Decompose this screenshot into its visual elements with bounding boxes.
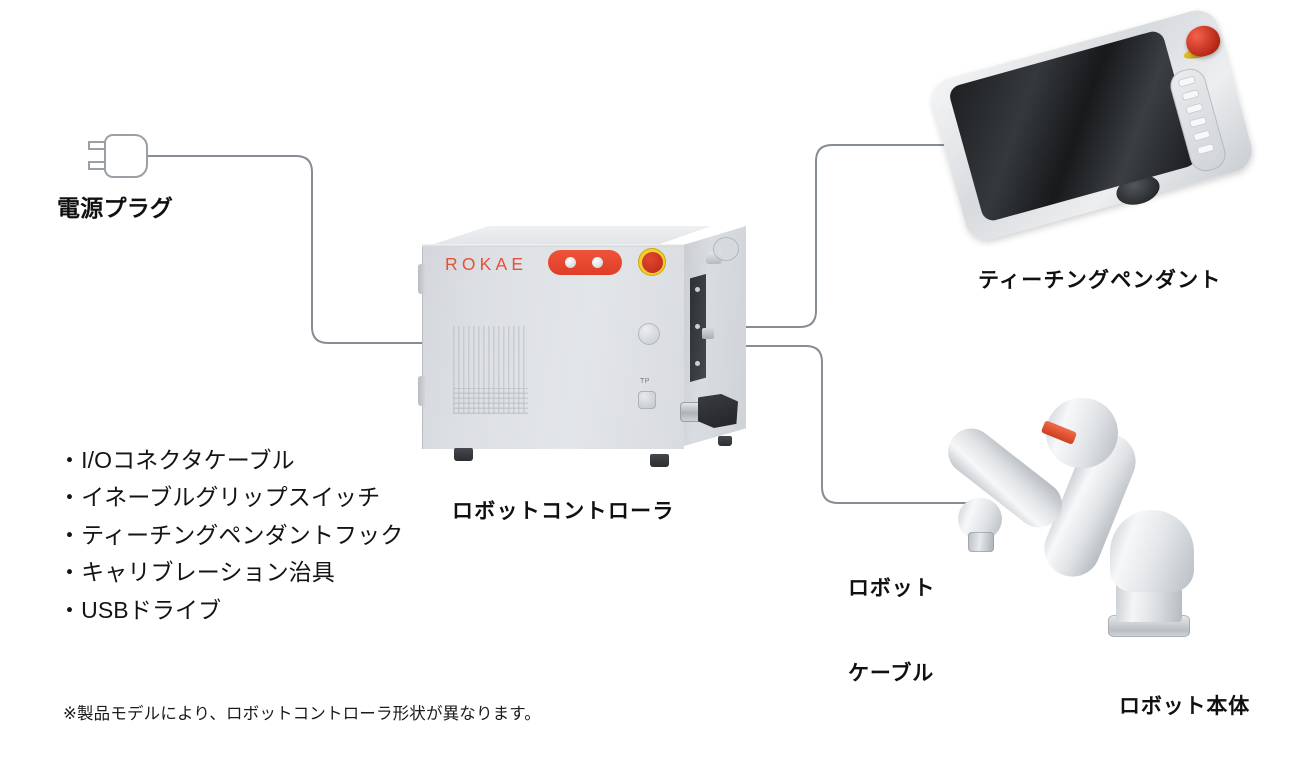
power-cable-path	[148, 155, 424, 344]
pendant-key-1	[1177, 75, 1197, 88]
accessory-list-item: ・イネーブルグリップスイッチ	[58, 484, 381, 511]
pendant-key-3	[1185, 102, 1204, 115]
controller-emergency-stop-button	[638, 248, 666, 276]
controller-connector-strip	[690, 274, 706, 382]
accessory-list-item: ・I/Oコネクタケーブル	[58, 447, 295, 473]
label-robot-cable-line-2: ケーブル	[848, 661, 935, 685]
connector-screw-1	[695, 287, 700, 292]
plug-body	[104, 134, 148, 178]
rokae-logo: ROKAE	[445, 254, 528, 274]
controller-hinge-lower	[418, 376, 425, 406]
accessory-list-item: ・ティーチングペンダントフック	[58, 521, 404, 548]
label-robot-body: ロボット本体	[1119, 695, 1251, 718]
footnote-text: ※製品モデルにより、ロボットコントローラ形状が異なります。	[63, 705, 541, 723]
pendant-key-6	[1196, 142, 1215, 156]
pendant-key-5	[1192, 129, 1212, 142]
teaching-pendant-illustration	[927, 5, 1257, 245]
power-plug-icon	[88, 134, 148, 178]
controller-black-connector	[698, 394, 738, 428]
controller-tp-port	[638, 391, 656, 409]
pendant-key-2	[1181, 88, 1200, 102]
pendant-touchscreen	[947, 28, 1199, 224]
accessory-list-item: ・キャリブレーション治具	[58, 559, 335, 586]
controller-hinge-upper	[418, 264, 425, 294]
controller-button-panel	[548, 250, 622, 275]
robot-tool-flange	[968, 532, 994, 552]
pendant-key-4	[1188, 115, 1208, 129]
controller-panel-button-1	[565, 257, 576, 268]
label-robot-cable-line-1: ロボット	[848, 576, 936, 600]
controller-ventilation-grille	[453, 326, 528, 414]
controller-panel-button-2	[592, 257, 603, 268]
robot-arm-illustration	[938, 360, 1250, 670]
label-robot-controller: ロボットコントローラ	[452, 500, 675, 523]
controller-top-bevel	[422, 244, 684, 247]
accessory-list-item: ・USBドライブ	[58, 596, 222, 623]
controller-round-button	[638, 323, 660, 345]
controller-robot-cable-port	[702, 328, 714, 339]
label-teaching-pendant: ティーチングペンダント	[978, 269, 1222, 292]
controller-lifting-eye	[714, 238, 738, 260]
controller-foot-front-left	[454, 448, 473, 461]
label-robot-cable: ロボット ケーブル	[848, 518, 935, 745]
controller-tp-port-label: TP	[640, 378, 650, 385]
controller-top-face	[422, 226, 712, 248]
label-power-plug: 電源プラグ	[57, 195, 174, 221]
controller-foot-front-right	[650, 454, 669, 467]
robot-shoulder-joint	[1110, 510, 1194, 592]
robot-controller-illustration: ROKAE TP	[418, 226, 758, 476]
connector-screw-3	[695, 361, 700, 366]
connector-screw-2	[695, 324, 700, 329]
controller-foot-rear-right	[718, 436, 732, 446]
accessory-list: ・I/Oコネクタケーブル・イネーブルグリップスイッチ・ティーチングペンダントフッ…	[58, 442, 403, 629]
